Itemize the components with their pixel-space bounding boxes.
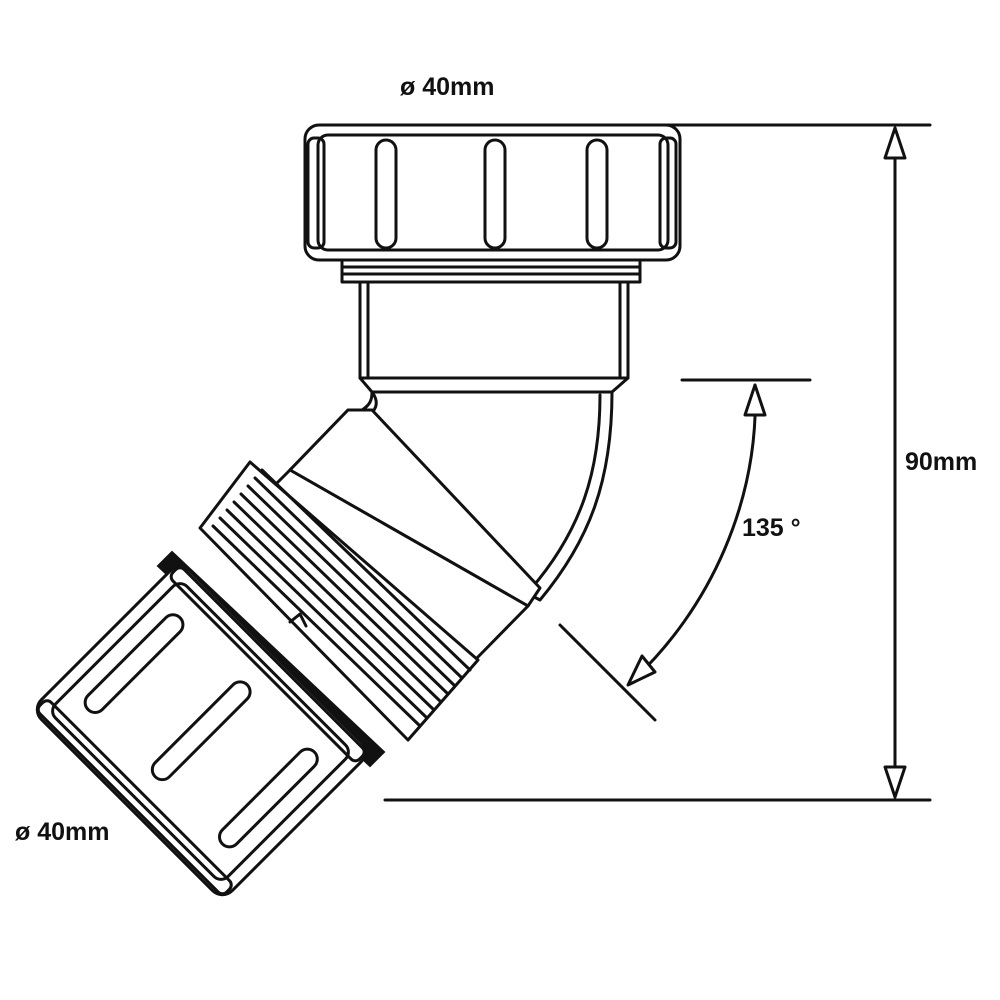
bottom-compression-nut (35, 565, 367, 897)
height-label: 90mm (905, 448, 977, 476)
arrow-up-icon (743, 383, 767, 417)
height-dimension (383, 123, 932, 802)
nut-rib (585, 138, 609, 250)
arrow-down-icon (883, 765, 907, 799)
nut-rib (374, 138, 398, 250)
top-diameter-label: ø 40mm (400, 73, 494, 101)
top-thread (340, 258, 642, 284)
nut-rib (150, 680, 252, 782)
angle-dimension (558, 378, 812, 722)
nut-rib (83, 613, 185, 715)
angled-thread (198, 460, 480, 742)
arrow-down-icon (626, 654, 657, 687)
nut-rib (483, 138, 507, 250)
arrow-up-icon (883, 126, 907, 160)
upper-pipe-collar (358, 280, 630, 394)
angle-label: 135 ° (742, 514, 801, 542)
bottom-diameter-label: ø 40mm (15, 818, 109, 846)
nut-rib (217, 747, 319, 849)
top-compression-nut (303, 123, 682, 262)
